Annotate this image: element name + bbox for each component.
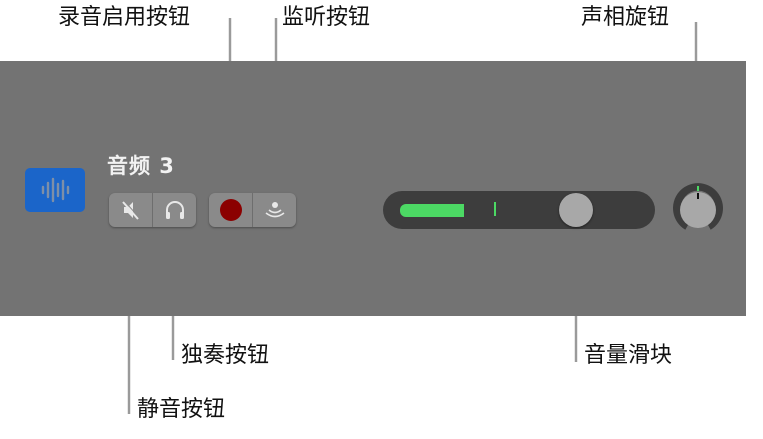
level-meter-peak bbox=[494, 202, 496, 216]
callout-volume-slider-label: 音量滑块 bbox=[584, 343, 673, 368]
callout-monitor-label: 监听按钮 bbox=[282, 5, 371, 30]
volume-slider-thumb[interactable] bbox=[559, 193, 593, 227]
track-header-panel bbox=[0, 61, 746, 316]
track-icon[interactable] bbox=[25, 168, 85, 212]
mute-button[interactable] bbox=[109, 193, 152, 227]
speaker-muted-icon bbox=[121, 200, 140, 220]
track-name[interactable]: 音频 3 bbox=[107, 154, 175, 178]
pan-knob[interactable] bbox=[671, 182, 725, 236]
callout-solo-label: 独奏按钮 bbox=[181, 343, 270, 368]
callout-pan-knob-label: 声相旋钮 bbox=[581, 5, 670, 30]
monitor-button[interactable] bbox=[252, 193, 296, 227]
callout-line-mute bbox=[128, 226, 130, 414]
record-dot-icon bbox=[219, 199, 242, 221]
callout-mute-label: 静音按钮 bbox=[137, 397, 226, 422]
mute-solo-group bbox=[109, 193, 196, 227]
headphones-icon bbox=[165, 201, 184, 219]
monitor-waves-icon bbox=[265, 202, 284, 218]
record-monitor-group bbox=[209, 193, 296, 227]
knob-icon bbox=[673, 183, 723, 230]
solo-button[interactable] bbox=[152, 193, 196, 227]
record-enable-button[interactable] bbox=[209, 193, 252, 227]
volume-slider[interactable] bbox=[383, 191, 655, 229]
callout-record-enable-label: 录音启用按钮 bbox=[58, 5, 191, 30]
waveform-icon bbox=[41, 177, 70, 203]
level-meter-bar bbox=[400, 204, 464, 217]
